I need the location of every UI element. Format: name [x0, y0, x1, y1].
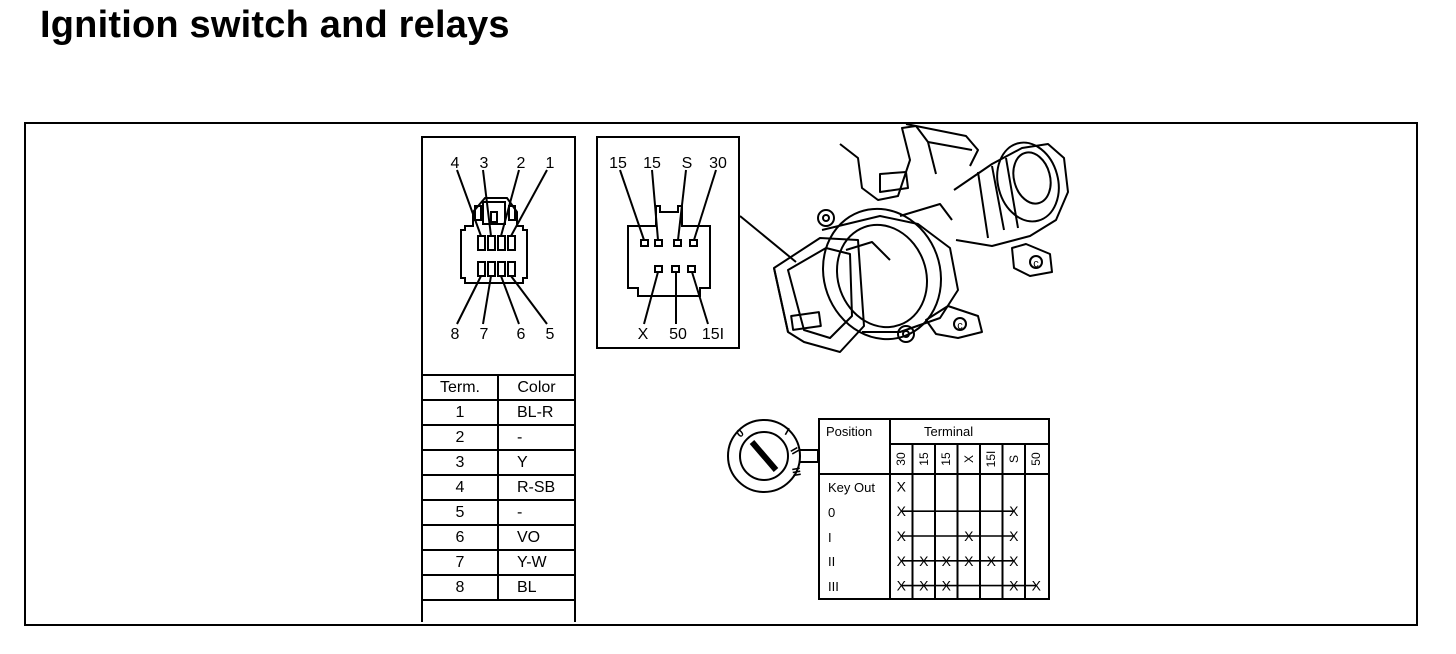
- table-row: 2-: [423, 424, 574, 451]
- key-pos-II: II: [787, 446, 800, 457]
- mount-letter-bottom: c: [957, 320, 963, 332]
- pin-label-5: 5: [546, 326, 555, 343]
- connection-mark: X: [942, 553, 952, 569]
- connection-mark: X: [1009, 528, 1019, 544]
- color-cell: BL: [497, 574, 574, 601]
- color-cell: Y: [497, 449, 574, 476]
- term-cell: 6: [423, 524, 499, 551]
- switch-plug-pinout: 15 15 S 30 X 50 15I: [596, 136, 740, 349]
- connection-mark: X: [942, 578, 952, 594]
- pin-label-4: 4: [451, 155, 460, 172]
- pin-label-6: 6: [517, 326, 526, 343]
- connector-pinout-diagram: 4 3 2 1 8 7 6 5: [451, 155, 555, 343]
- key-pos-I: I: [783, 426, 792, 438]
- color-cell: -: [497, 424, 574, 451]
- terminal-column-label: 15: [916, 452, 931, 466]
- position-row-label: Key Out: [828, 480, 875, 495]
- plug-label-s: S: [682, 155, 693, 172]
- terminal-column-label: 50: [1029, 452, 1043, 466]
- connection-mark: X: [1009, 553, 1019, 569]
- term-cell: 3: [423, 449, 499, 476]
- color-cell: Y-W: [497, 549, 574, 576]
- terminal-column-label: S: [1006, 455, 1021, 464]
- key-position-dial-icon: 0 I II III: [727, 419, 819, 493]
- term-cell: 2: [423, 424, 499, 451]
- connection-mark: X: [919, 578, 929, 594]
- terminal-column-label: X: [961, 455, 976, 464]
- plug-pinout-diagram: 15 15 S 30 X 50 15I: [609, 155, 727, 343]
- mount-letter-right: c: [1033, 258, 1039, 270]
- table-row: 5-: [423, 499, 574, 526]
- plug-label-15b: 15: [643, 155, 661, 172]
- color-cell: BL-R: [497, 399, 574, 426]
- plug-label-50: 50: [669, 326, 687, 343]
- connection-mark: X: [987, 553, 997, 569]
- term-header: Term.: [423, 374, 499, 401]
- term-cell: 4: [423, 474, 499, 501]
- color-cell: R-SB: [497, 474, 574, 501]
- terminal-column-label: 30: [894, 452, 908, 466]
- key-pos-III: III: [789, 466, 802, 477]
- page-title: Ignition switch and relays: [40, 4, 510, 46]
- connection-mark: X: [897, 528, 907, 544]
- position-row-label: I: [828, 529, 832, 545]
- term-cell: 7: [423, 549, 499, 576]
- connection-mark: X: [1009, 503, 1019, 519]
- connection-mark: X: [964, 553, 974, 569]
- pin-label-8: 8: [451, 326, 460, 343]
- color-header: Color: [497, 374, 574, 401]
- plug-label-30: 30: [709, 155, 727, 172]
- connection-mark: X: [897, 478, 907, 494]
- ignition-switch-illustration: c c: [739, 123, 1069, 353]
- pin-label-2: 2: [517, 155, 526, 172]
- color-cell: VO: [497, 524, 574, 551]
- plug-label-15a: 15: [609, 155, 627, 172]
- connection-mark: X: [919, 553, 929, 569]
- position-header: Position: [826, 424, 873, 439]
- connection-mark: X: [1009, 578, 1019, 594]
- diagram-frame: [24, 122, 1418, 626]
- pin-label-3: 3: [480, 155, 489, 172]
- pin-label-7: 7: [480, 326, 489, 343]
- table-header-row: Term. Color: [423, 374, 574, 401]
- key-pos-0: 0: [734, 427, 746, 440]
- connection-mark: X: [897, 578, 907, 594]
- terminal-column-label: 15I: [984, 450, 998, 468]
- term-cell: 1: [423, 399, 499, 426]
- term-cell: 5: [423, 499, 499, 526]
- term-cell: 8: [423, 574, 499, 601]
- position-row-label: 0: [828, 504, 836, 520]
- pin-label-1: 1: [546, 155, 555, 172]
- plug-label-15i: 15I: [702, 326, 724, 343]
- plug-label-x: X: [638, 326, 649, 343]
- color-cell: -: [497, 499, 574, 526]
- connection-mark: X: [1032, 578, 1042, 594]
- terminal-column-label: 15: [939, 452, 953, 466]
- connection-mark: X: [897, 553, 907, 569]
- terminal-header: Terminal: [924, 424, 974, 439]
- connection-mark: X: [897, 503, 907, 519]
- connection-mark: X: [964, 528, 974, 544]
- position-row-label: III: [828, 579, 839, 595]
- position-row-label: II: [828, 554, 836, 570]
